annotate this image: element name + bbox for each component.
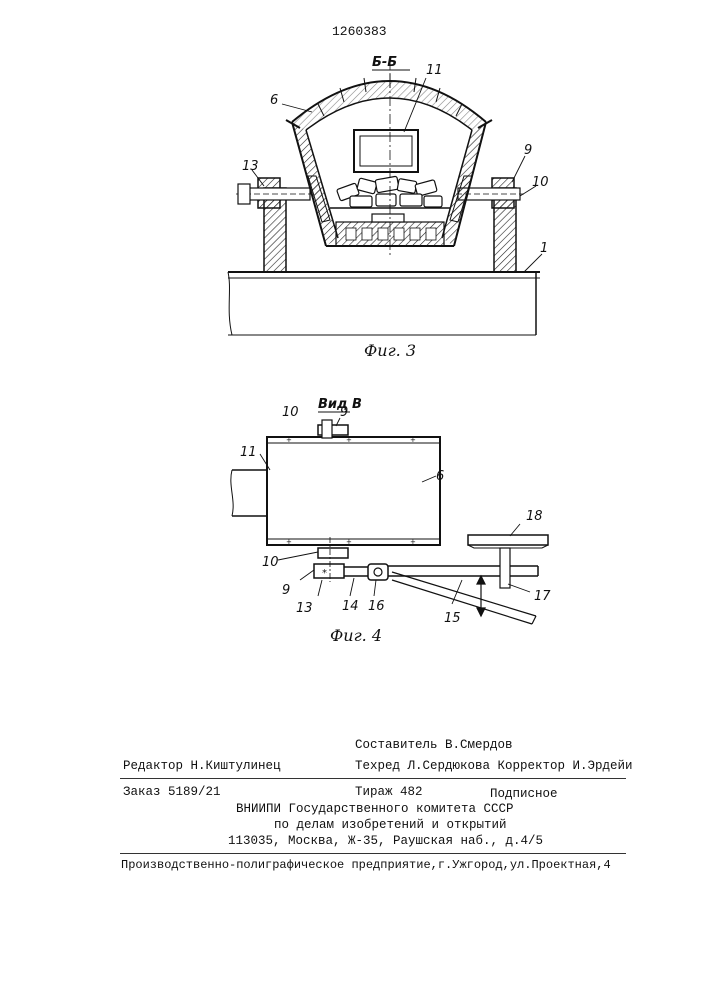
fig4-callout-18: 18 [526,509,543,524]
fig4-cam [467,534,549,589]
fig3-callout-11: 11 [426,63,443,78]
base-beam [227,271,540,336]
colophon-institute: ВНИИПИ Государственного комитета СССР [236,802,514,816]
fig4-trunnion-bottom: * [313,537,349,582]
fig4-callout-14: 14 [342,599,359,614]
fig4-leaders [259,417,531,605]
fig3-callout-6: 6 [270,93,278,108]
fig4-callout-16: 16 [368,599,385,614]
fig4-callout-11: 11 [240,445,257,460]
fig4-callout-15: 15 [444,611,461,626]
svg-text:+: + [410,538,416,546]
fig4-callout-17: 17 [534,589,551,604]
fig3-callout-9: 9 [524,143,532,158]
fig4-callout-9-bottom: 9 [282,583,290,598]
fig4-drum-plan: + + + + + + [266,436,441,546]
fig3-callout-1: 1 [540,241,548,256]
colophon-circulation: Тираж 482 [355,785,423,799]
colophon-affairs: по делам изобретений и открытий [274,818,507,832]
svg-text:+: + [410,436,416,444]
fig3-callout-10: 10 [532,175,549,190]
colophon-rule-bottom [120,853,626,854]
svg-text:+: + [346,538,352,546]
fig4-chute [230,469,267,517]
fig4-callout-10-bottom: 10 [262,555,279,570]
fig4-trunnion-top [317,419,349,439]
fig3-section-label: Б-Б [372,55,397,70]
svg-text:*: * [322,568,327,579]
fig3-leaders [251,77,543,273]
fig4-view-label: Вид В [318,397,362,412]
fig4-callout-13: 13 [296,601,313,616]
fig4-lever [344,563,539,625]
patent-number: 1260383 [332,24,387,39]
colophon-subscription: Подписное [490,787,558,801]
fig4-callout-6: 6 [436,469,444,484]
colophon-rule-top [120,778,626,779]
fig4-callout-10-top: 10 [282,405,299,420]
fig3-caption: Фиг. 3 [364,341,416,360]
fig4-motion-arrow [476,574,486,618]
axle-left [236,183,312,205]
svg-text:+: + [346,436,352,444]
window-opening [353,129,419,173]
fig4-caption: Фиг. 4 [330,626,382,645]
colophon-address: 113035, Москва, Ж-35, Раушская наб., д.4… [228,834,544,848]
colophon-printer: Производственно-полиграфическое предприя… [121,858,611,872]
charge-lumps [336,175,443,208]
fig3-callout-13: 13 [242,159,259,174]
svg-text:+: + [286,436,292,444]
colophon-order: Заказ 5189/21 [123,785,221,799]
fig4-callout-9-top: 9 [340,405,348,420]
svg-text:+: + [286,538,292,546]
colophon-techred-corrector: Техред Л.Сердюкова Корректор И.Эрдейи [355,759,633,773]
colophon-editor: Редактор Н.Киштулинец [123,759,281,773]
colophon-compiler: Составитель В.Смердов [355,738,513,752]
